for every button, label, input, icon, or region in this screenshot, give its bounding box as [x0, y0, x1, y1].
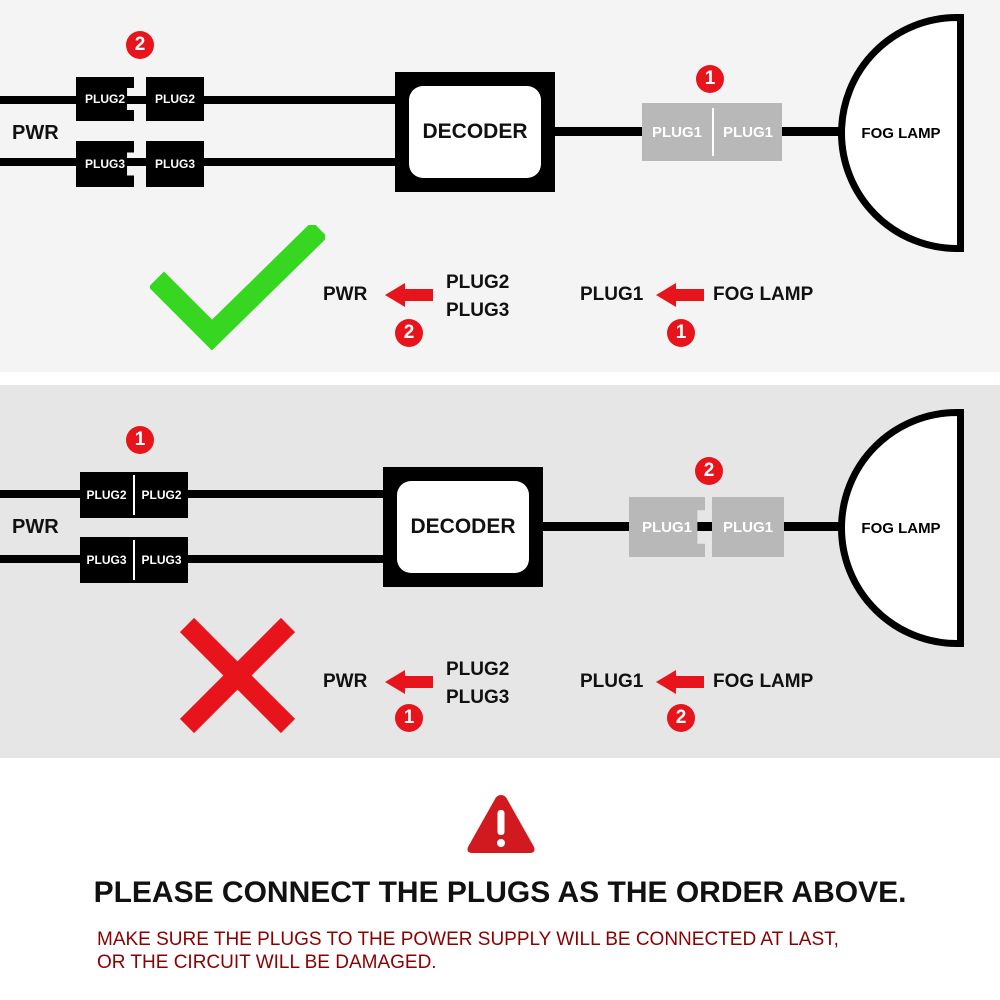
legend-plug3: PLUG3 [446, 300, 510, 321]
plug3-male[interactable]: PLUG3 [76, 141, 134, 187]
arrow-left-icon [385, 670, 433, 694]
legend-step-badge-left: 1 [395, 704, 423, 732]
legend-pwr: PWR [323, 284, 368, 305]
step-badge-plug1: 2 [695, 457, 723, 485]
plug3-right-label: PLUG3 [141, 553, 182, 567]
legend-fog-lamp: FOG LAMP [713, 284, 814, 305]
legend-fog-lamp: FOG LAMP [713, 671, 814, 692]
cross-icon [179, 617, 296, 734]
arrow-left-icon [656, 283, 704, 307]
warning-note-line2: OR THE CIRCUIT WILL BE DAMAGED. [97, 952, 437, 973]
legend-plug2: PLUG2 [446, 272, 510, 293]
fog-lamp: FOG LAMP [838, 14, 964, 252]
pwr-wire-upper [0, 490, 400, 498]
pwr-wire-upper [0, 96, 410, 104]
checkmark-icon [150, 225, 325, 351]
arrow-left-icon [656, 670, 704, 694]
legend-plug1: PLUG1 [580, 671, 644, 692]
plug2-left-label: PLUG2 [86, 488, 127, 502]
warning-note: MAKE SURE THE PLUGS TO THE POWER SUPPLY … [97, 928, 839, 974]
plug1-left-label: PLUG1 [651, 123, 702, 141]
pwr-label: PWR [12, 122, 59, 144]
legend-pwr: PWR [323, 671, 368, 692]
legend-step-badge-right: 2 [667, 704, 695, 732]
plug1-joint [712, 108, 714, 156]
plug1-male[interactable]: PLUG1 [629, 497, 705, 557]
legend-step-badge-left: 2 [395, 319, 423, 347]
plug3-connected[interactable]: PLUG3 PLUG3 [80, 537, 188, 583]
plug1-connected[interactable]: PLUG1 PLUG1 [642, 103, 782, 161]
plug3-joint [133, 540, 135, 580]
step-badge-plugs: 1 [126, 426, 154, 454]
plug1-female[interactable]: PLUG1 [712, 497, 784, 557]
wrong-order-panel: PWR PLUG2 PLUG2 PLUG3 PLUG3 1 DECODER PL… [0, 385, 1000, 758]
warning-title: PLEASE CONNECT THE PLUGS AS THE ORDER AB… [93, 876, 907, 909]
plug2-joint [133, 475, 135, 515]
decoder-label: DECODER [409, 86, 541, 178]
pwr-label: PWR [12, 516, 59, 538]
decoder-box: DECODER [383, 467, 543, 587]
plug3-left-label: PLUG3 [86, 553, 127, 567]
decoder-label: DECODER [397, 481, 529, 573]
plug2-right-label: PLUG2 [141, 488, 182, 502]
arrow-left-icon [385, 283, 433, 307]
legend-plug2: PLUG2 [446, 659, 510, 680]
fog-lamp: FOG LAMP [838, 409, 964, 647]
legend-step-badge-right: 1 [667, 319, 695, 347]
decoder-box: DECODER [395, 72, 555, 192]
step-badge-plugs: 2 [126, 31, 154, 59]
legend-plug3: PLUG3 [446, 687, 510, 708]
plug1-right-label: PLUG1 [722, 123, 773, 141]
step-badge-plug1: 1 [696, 65, 724, 93]
legend-plug1: PLUG1 [580, 284, 644, 305]
warning-triangle-icon [467, 795, 535, 853]
plug3-female[interactable]: PLUG3 [146, 141, 204, 187]
plug2-connected[interactable]: PLUG2 PLUG2 [80, 472, 188, 518]
warning-note-line1: MAKE SURE THE PLUGS TO THE POWER SUPPLY … [97, 929, 839, 950]
pwr-wire-lower [0, 158, 410, 166]
plug2-male[interactable]: PLUG2 [76, 77, 134, 121]
pwr-wire-lower [0, 555, 400, 563]
correct-order-panel: PWR PLUG2 PLUG2 PLUG3 PLUG3 2 DECODER PL… [0, 0, 1000, 372]
plug2-female[interactable]: PLUG2 [146, 77, 204, 121]
